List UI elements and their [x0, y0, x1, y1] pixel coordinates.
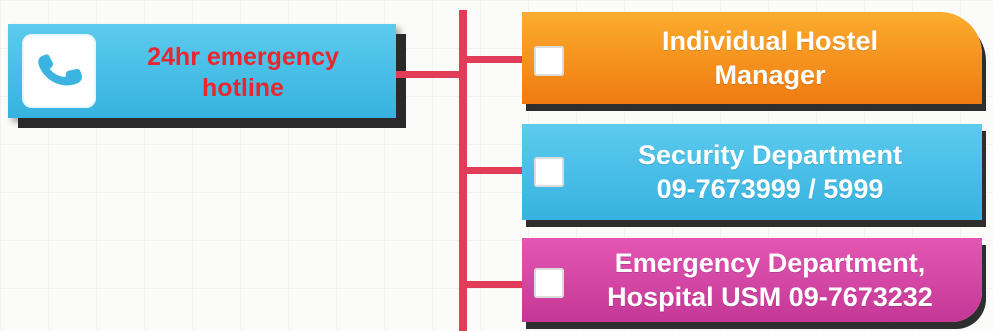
hotline-label: 24hr emergency hotline	[147, 43, 339, 102]
connector-node-emergency	[534, 268, 564, 298]
emergency-department-box: Emergency Department, Hospital USM 09-76…	[522, 238, 982, 322]
emergency-department-label: Emergency Department, Hospital USM 09-76…	[607, 248, 933, 312]
hotline-card: 24hr emergency hotline	[8, 24, 396, 118]
connector-branch-emergency	[462, 281, 546, 288]
security-department-label: Security Department 09-7673999 / 5999	[637, 140, 903, 204]
connector-node-hostel	[534, 46, 564, 76]
phone-icon-tile	[22, 34, 96, 108]
hostel-manager-box: Individual Hostel Manager	[522, 12, 982, 104]
connector-node-security	[534, 157, 564, 187]
connector-branch-hostel	[462, 56, 546, 63]
security-department-box: Security Department 09-7673999 / 5999	[522, 124, 982, 220]
phone-icon	[38, 54, 82, 86]
connector-from-hotline	[396, 71, 462, 78]
connector-branch-security	[462, 167, 546, 174]
hostel-manager-label: Individual Hostel Manager	[661, 26, 879, 90]
